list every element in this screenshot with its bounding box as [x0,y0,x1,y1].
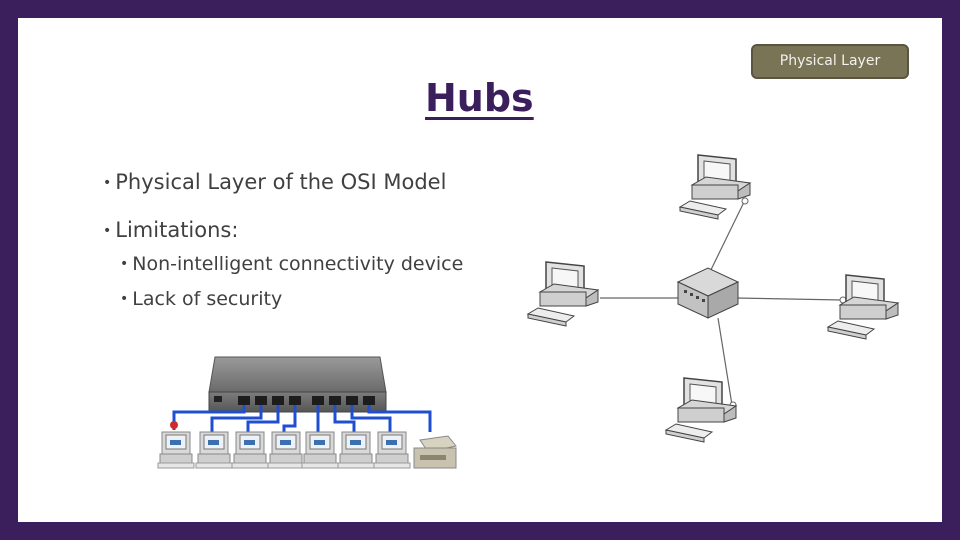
sub-bullet-text: Lack of security [132,288,283,310]
sub-bullet-item: •Lack of security [120,288,282,310]
bullet-text: Physical Layer of the OSI Model [115,170,447,194]
sub-bullet-text: Non-intelligent connectivity device [132,253,464,275]
section-badge: Physical Layer [751,44,909,79]
bullet-dot: • [103,175,112,191]
slide-title: Hubs [425,76,534,120]
bullet-item: •Physical Layer of the OSI Model [103,170,446,194]
computer-icon [665,377,737,443]
bullet-text: Limitations: [115,218,239,242]
bullet-dot: • [120,291,129,307]
bullet-dot: • [120,256,129,272]
hub-device-icon [208,356,387,413]
network-switch-icon [676,267,740,319]
computer-icon [679,154,751,220]
network-cables [172,405,432,432]
computer-icon [527,261,599,327]
computer-icon [827,274,899,340]
topology-links [600,199,843,406]
bullet-dot: • [103,223,112,239]
bullet-item: •Limitations: [103,218,238,242]
printer-icon [413,435,457,469]
sub-bullet-item: •Non-intelligent connectivity device [120,253,463,275]
